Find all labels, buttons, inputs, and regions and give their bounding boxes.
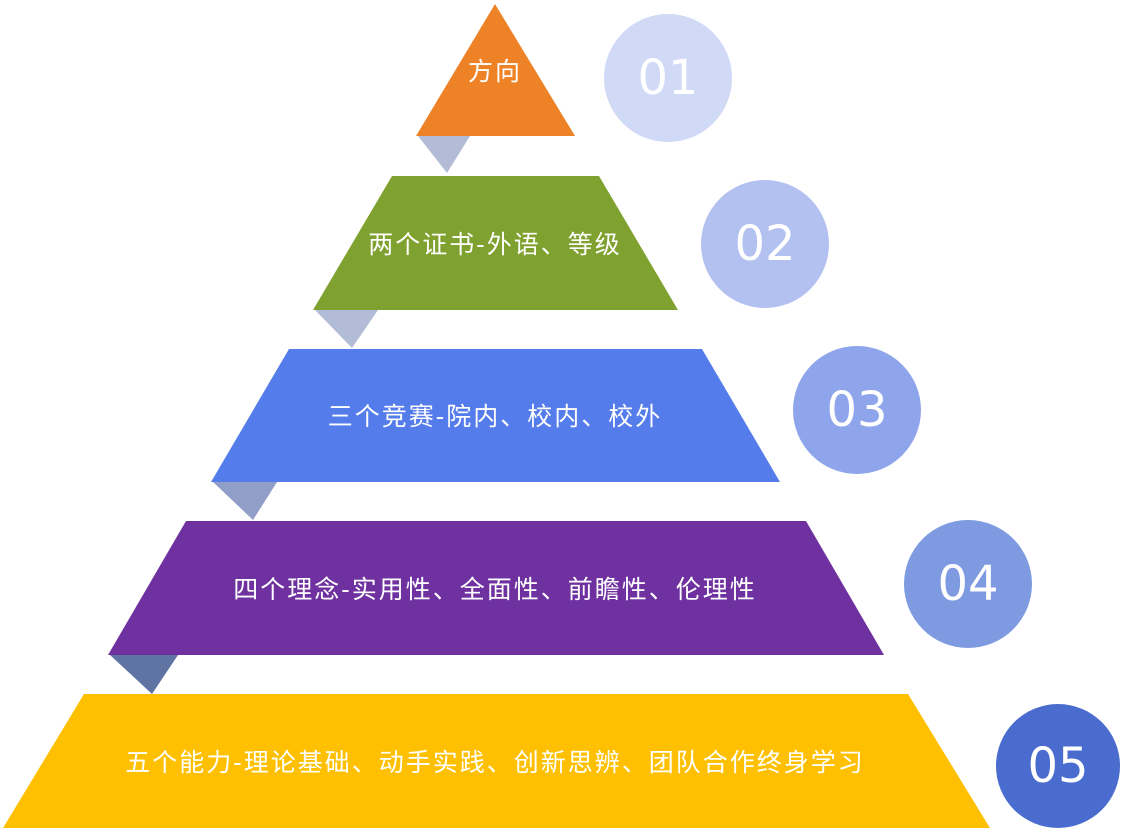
badge-number-2: 02 <box>734 216 796 272</box>
pyramid-tier-2 <box>313 176 678 310</box>
badge-number-1: 01 <box>637 50 699 106</box>
pyramid-tier-4 <box>108 521 884 655</box>
pyramid-tier-3 <box>211 349 780 482</box>
tier-label-4: 四个理念-实用性、全面性、前瞻性、伦理性 <box>233 575 757 604</box>
tier-label-1: 方向 <box>467 57 523 86</box>
badge-number-3: 03 <box>826 382 888 438</box>
number-badge-5 <box>996 704 1120 828</box>
tier-label-2: 两个证书-外语、等级 <box>368 230 622 259</box>
tier-connector-2 <box>315 310 378 348</box>
number-badge-2 <box>701 180 829 308</box>
number-badge-1 <box>604 14 732 142</box>
tier-label-5: 五个能力-理论基础、动手实践、创新思辨、团队合作终身学习 <box>125 748 865 777</box>
number-badge-3 <box>793 346 921 474</box>
tier-label-3: 三个竞赛-院内、校内、校外 <box>327 402 663 431</box>
pyramid-tier-5 <box>3 694 990 828</box>
badge-number-4: 04 <box>937 556 999 612</box>
tier-connector-4 <box>110 655 178 694</box>
badge-number-5: 05 <box>1027 738 1089 794</box>
tier-connector-1 <box>418 136 470 173</box>
number-badge-4 <box>904 520 1032 648</box>
pyramid-tier-1 <box>416 4 575 136</box>
tier-connector-3 <box>213 482 277 520</box>
